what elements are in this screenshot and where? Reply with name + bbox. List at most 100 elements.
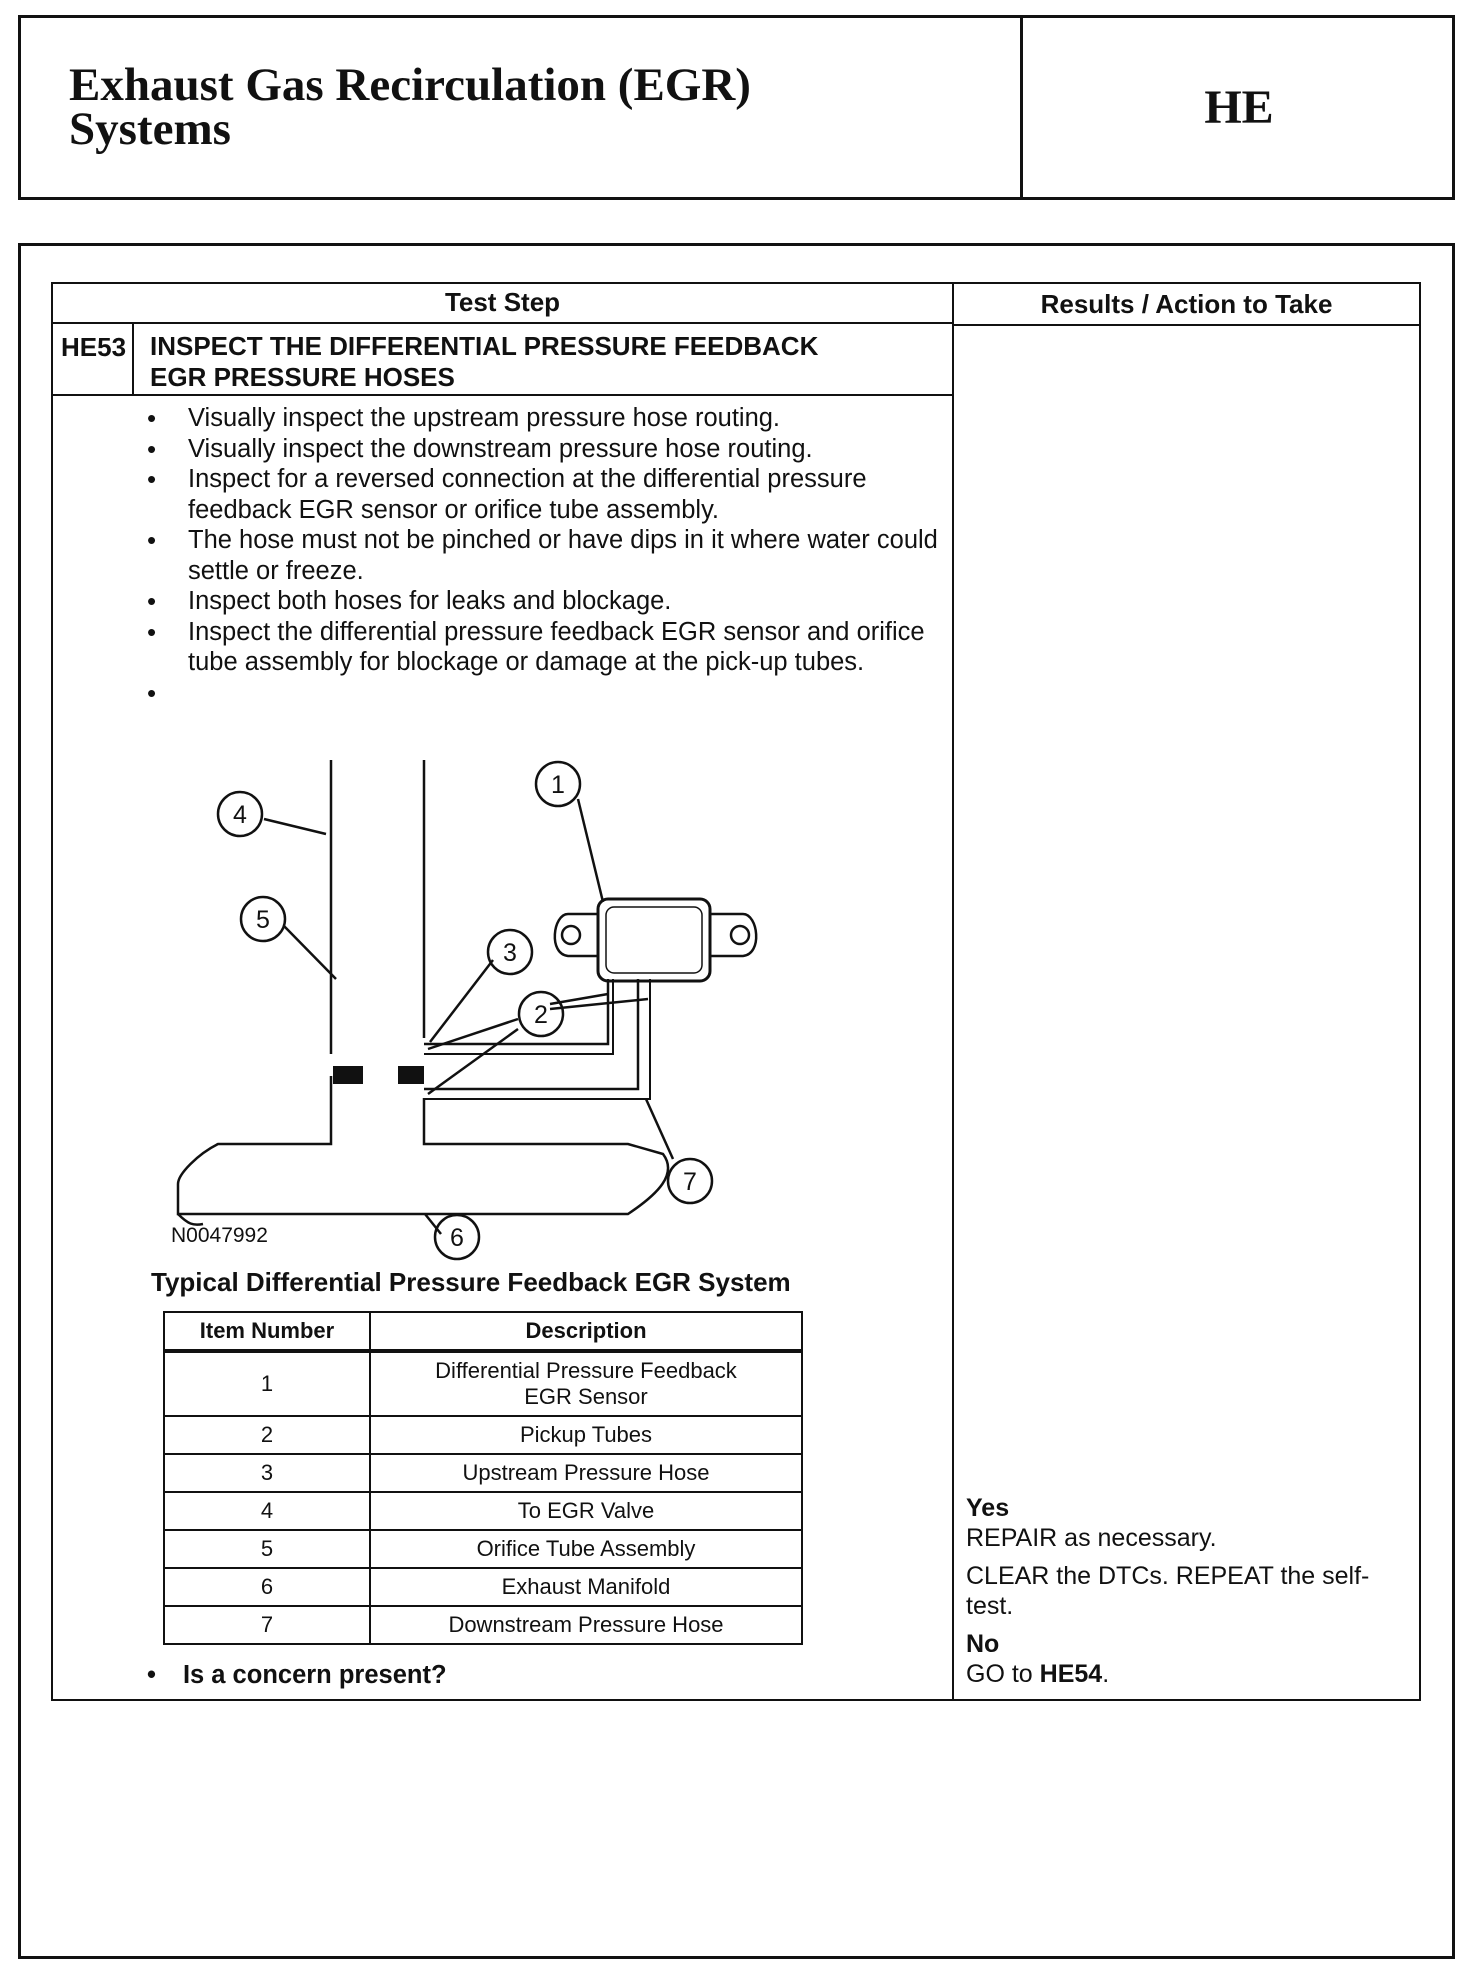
step-title-line-2: EGR PRESSURE HOSES: [150, 362, 455, 392]
legend-item-number: 7: [163, 1605, 371, 1645]
downstream-hose-outer: [424, 979, 651, 1100]
callout-5-circle: [239, 895, 287, 943]
callout-1-circle: [534, 760, 582, 808]
callout-7-circle: [666, 1157, 714, 1205]
upstream-hose-outer: [424, 979, 614, 1055]
result-no-action: GO to HE54.: [966, 1659, 1406, 1689]
result-yes-action-2: CLEAR the DTCs. REPEAT the self-test.: [966, 1562, 1370, 1620]
legend-col-item: Item Number: [163, 1311, 371, 1353]
concern-question: Is a concern present?: [147, 1661, 447, 1690]
legend-item-number: 5: [163, 1529, 371, 1569]
legend-desc-line-1: Differential Pressure Feedback: [435, 1358, 737, 1383]
leader-4: [263, 817, 327, 836]
orifice-block-right: [398, 1066, 424, 1084]
results-action: Yes REPAIR as necessary. CLEAR the DTCs.…: [966, 1493, 1406, 1689]
column-divider: [952, 284, 954, 1699]
table-row: 7 Downstream Pressure Hose: [163, 1605, 803, 1645]
header-rule-right: [954, 324, 1419, 326]
legend-description: Pickup Tubes: [369, 1415, 803, 1455]
list-item: The hose must not be pinched or have dip…: [141, 525, 941, 586]
table-row: 1 Differential Pressure Feedback EGR Sen…: [163, 1350, 803, 1417]
header-rule-left: [53, 322, 952, 324]
callout-2-label: 2: [534, 1001, 548, 1029]
result-yes-label: Yes: [966, 1494, 1010, 1522]
header-title-cell: Exhaust Gas Recirculation (EGR) Systems: [21, 18, 1023, 197]
leader-1: [576, 798, 605, 903]
leader-2a: [427, 1017, 519, 1051]
goto-target-link[interactable]: HE54: [1039, 1660, 1103, 1688]
legend-desc-line-2: EGR Sensor: [524, 1384, 648, 1409]
table-row: 4 To EGR Valve: [163, 1491, 803, 1531]
legend-table: Item Number Description 1 Differential P…: [163, 1311, 803, 1645]
legend-item-number: 4: [163, 1491, 371, 1531]
step-title: INSPECT THE DIFFERENTIAL PRESSURE FEEDBA…: [150, 331, 910, 393]
egr-system-diagram: 1 2 3 4 5 6 7: [176, 760, 758, 1261]
legend-description: Downstream Pressure Hose: [369, 1605, 803, 1645]
orifice-block-left: [333, 1066, 363, 1084]
legend-item-number: 6: [163, 1567, 371, 1607]
callout-4-circle: [216, 790, 264, 838]
table-row: 3 Upstream Pressure Hose: [163, 1453, 803, 1493]
list-item: Inspect for a reversed connection at the…: [141, 464, 941, 525]
goto-prefix: GO to: [966, 1660, 1040, 1688]
col-results: Results / Action to Take: [1040, 289, 1333, 319]
section-code: HE: [1204, 81, 1274, 134]
document-title: Exhaust Gas Recirculation (EGR) Systems: [69, 62, 751, 153]
legend-description: Differential Pressure Feedback EGR Senso…: [369, 1350, 803, 1417]
sensor-right-ear: [710, 912, 758, 958]
figure-caption: Typical Differential Pressure Feedback E…: [151, 1267, 791, 1297]
leader-7: [644, 1098, 675, 1160]
leader-5: [283, 925, 337, 980]
leader-6: [424, 1213, 442, 1235]
upstream-hose: [424, 979, 610, 1046]
table-row: 6 Exhaust Manifold: [163, 1567, 803, 1607]
callout-5-label: 5: [256, 906, 270, 934]
exhaust-manifold-outline: [176, 1076, 670, 1216]
sensor-left-ear: [553, 912, 598, 958]
page-header: Exhaust Gas Recirculation (EGR) Systems …: [18, 15, 1455, 200]
sensor-left-bolt: [560, 924, 582, 946]
list-item: Visually inspect the upstream pressure h…: [141, 403, 941, 434]
legend-item-number: 1: [163, 1350, 371, 1417]
callout-3-circle: [486, 928, 534, 976]
step-title-line-1: INSPECT THE DIFFERENTIAL PRESSURE FEEDBA…: [150, 331, 819, 361]
result-no-label: No: [966, 1630, 1000, 1658]
sensor-inner: [605, 906, 703, 974]
legend-description: Upstream Pressure Hose: [369, 1453, 803, 1493]
manifold-wave: [177, 1213, 204, 1226]
list-item: Visually inspect the downstream pressure…: [141, 434, 941, 465]
title-line-2: Systems: [69, 103, 231, 155]
test-step-table: Test Step Results / Action to Take HE53 …: [51, 282, 1421, 1701]
callout-2-circle: [517, 990, 565, 1038]
step-title-rule: [53, 394, 952, 396]
diagram-lines: [176, 760, 758, 1261]
body-frame: [18, 243, 1455, 1959]
step-id: HE53: [61, 332, 127, 362]
callout-4-label: 4: [233, 801, 247, 829]
callout-6-label: 6: [450, 1224, 464, 1252]
legend-description: Exhaust Manifold: [369, 1567, 803, 1607]
col-test-step: Test Step: [444, 287, 561, 317]
leader-2d: [549, 997, 649, 1011]
callout-7-label: 7: [683, 1168, 697, 1196]
sensor-right-bolt: [729, 924, 751, 946]
legend-col-desc: Description: [369, 1311, 803, 1353]
inspection-list: Visually inspect the upstream pressure h…: [141, 403, 941, 708]
callout-3-label: 3: [503, 939, 517, 967]
legend-description: Orifice Tube Assembly: [369, 1529, 803, 1569]
list-item: Inspect both hoses for leaks and blockag…: [141, 586, 941, 617]
table-row: 2 Pickup Tubes: [163, 1415, 803, 1455]
result-yes-action-1: REPAIR as necessary.: [966, 1524, 1217, 1552]
callout-1-label: 1: [551, 771, 565, 799]
table-row: 5 Orifice Tube Assembly: [163, 1529, 803, 1569]
step-id-divider: [132, 322, 134, 394]
callout-6-circle: [433, 1213, 481, 1261]
legend-description: To EGR Valve: [369, 1491, 803, 1531]
list-item: Inspect the differential pressure feedba…: [141, 617, 941, 678]
legend-item-number: 2: [163, 1415, 371, 1455]
figure-code: N0047992: [171, 1224, 268, 1247]
sensor-body: [596, 897, 712, 983]
goto-suffix: .: [1102, 1660, 1110, 1688]
leader-2b: [427, 1027, 519, 1096]
title-line-1: Exhaust Gas Recirculation (EGR): [69, 59, 751, 111]
